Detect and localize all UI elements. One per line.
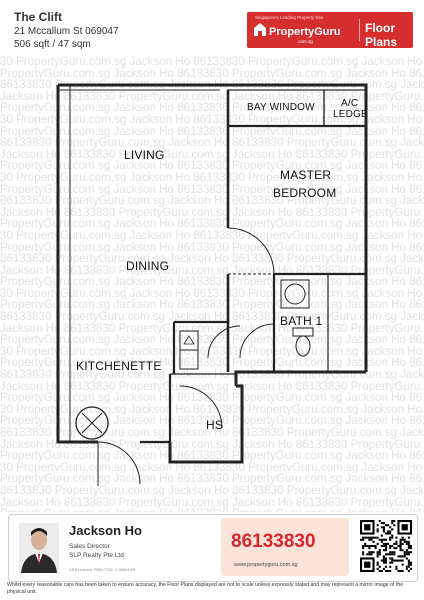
room-label-bay-window: BAY WINDOW — [247, 102, 315, 113]
room-label-master-1: MASTER — [280, 168, 332, 182]
watermark-row: PropertyGuru.com.sg Jackson Ho 86133830 … — [0, 508, 424, 512]
watermark-row: PropertyGuru.com.sg Jackson Ho 86133830 … — [0, 334, 424, 346]
watermark-row: 86133830 PropertyGuru.com.sg Jackson Ho … — [0, 427, 424, 439]
phone-box[interactable]: 86133830 www.propertyguru.com.sg — [221, 518, 349, 576]
toilet-tank — [292, 327, 314, 337]
hs-door-swing — [179, 385, 223, 429]
watermark-row: PropertyGuru.com.sg Jackson Ho 86133830 … — [0, 160, 424, 172]
watermark-row: 86133830 PropertyGuru.com.sg Jackson Ho … — [0, 195, 424, 207]
washer-icon — [75, 406, 109, 440]
agent-photo-icon — [19, 523, 59, 573]
banner-divider — [359, 19, 360, 41]
listing-title: The Clift — [14, 10, 62, 24]
watermark-row: PropertyGuru.com.sg Jackson Ho 86133830 … — [0, 276, 424, 288]
room-label-dining: DINING — [126, 259, 170, 273]
bedroom-door-swing — [227, 227, 275, 275]
kitchen-door-swing — [207, 325, 241, 359]
watermark-row: 30 PropertyGuru.com.sg Jackson Ho 861338… — [0, 345, 424, 358]
watermark-row: PropertyGuru.com.sg Jackson Ho 86133830 … — [0, 218, 424, 230]
watermark-row: PropertyGuru.com.sg Jackson Ho 86133830 … — [0, 102, 424, 114]
agent-licence: CEA Licence: R061731E / L3008149I — [69, 567, 136, 572]
floor-plans-label: Floor Plans — [365, 21, 398, 49]
qr-code-icon[interactable] — [360, 520, 412, 572]
bath-basin-bowl — [284, 283, 306, 305]
watermark-row: PropertyGuru.com.sg Jackson Ho 86133830 … — [0, 357, 424, 370]
bath-basin — [280, 279, 310, 309]
listing-address: 21 Mccallum St 069047 — [14, 26, 119, 37]
disclaimer: Whilst every reasonable care has been ta… — [7, 582, 404, 595]
room-label-kitchenette: KITCHENETTE — [76, 359, 162, 373]
watermark-row: PropertyGuru.com.sg Jackson Ho 86133830 … — [0, 473, 424, 485]
watermark-row: Jackson Ho 86133830 PropertyGuru.com.sg … — [0, 264, 424, 277]
watermark-row: 30 PropertyGuru.com.sg Jackson Ho 861338… — [0, 229, 424, 242]
watermark-row: PropertyGuru.com.sg Jackson Ho 86133830 … — [0, 183, 424, 196]
phone-number[interactable]: 86133830 — [231, 531, 316, 552]
bath-door-swing — [239, 323, 275, 359]
watermark-row: Jackson Ho 86133830 PropertyGuru.com.sg … — [0, 380, 424, 393]
watermark-row: PropertyGuru.com.sg Jackson Ho 86133830 … — [0, 450, 424, 462]
room-label-hs: HS — [206, 418, 224, 432]
watermark-row: Jackson Ho 86133830 PropertyGuru.com.sg … — [0, 206, 424, 219]
outer-wall-right-bottom — [234, 370, 366, 386]
agent-company: SLP Realty Pte Ltd — [69, 552, 124, 559]
agent-avatar — [19, 523, 59, 573]
watermark-row: 30 PropertyGuru.com.sg Jackson Ho 861338… — [0, 287, 424, 300]
agent-card: Jackson Ho Sales Director SLP Realty Pte… — [8, 514, 418, 582]
room-label-master-2: BEDROOM — [273, 186, 337, 200]
watermark: 30 PropertyGuru.com.sg Jackson Ho 861338… — [0, 56, 424, 512]
watermark-row: 30 PropertyGuru.com.sg Jackson Ho 861338… — [0, 403, 424, 416]
header: The Clift 21 Mccallum St 069047 506 sqft… — [0, 0, 424, 66]
watermark-row: 30 PropertyGuru.com.sg Jackson Ho 861338… — [0, 171, 424, 184]
watermark-row: 86133830 PropertyGuru.com.sg Jackson Ho … — [0, 137, 424, 149]
propertyguru-banner[interactable]: Singapore's Leading Property Site Proper… — [247, 12, 413, 49]
brand-domain: .com.sg — [297, 39, 313, 44]
floor-plan-drawing — [56, 83, 368, 486]
washer-cross-2 — [81, 412, 103, 434]
watermark-row: Jackson Ho 86133830 PropertyGuru.com.sg … — [0, 322, 424, 335]
kitchen-sink-mark — [183, 335, 195, 345]
watermark-row: Jackson Ho 86133830 PropertyGuru.com.sg … — [0, 438, 424, 451]
agent-title: Sales Director — [69, 543, 110, 550]
watermark-row: 86133830 PropertyGuru.com.sg Jackson Ho … — [0, 253, 424, 265]
watermark-row: 86133830 PropertyGuru.com.sg Jackson Ho … — [0, 311, 424, 323]
room-label-ac: A/C — [341, 98, 359, 109]
brand-logo-text: PropertyGuru — [269, 26, 341, 38]
watermark-row: Jackson Ho 86133830 PropertyGuru.com.sg … — [0, 496, 424, 509]
watermark-row: PropertyGuru.com.sg Jackson Ho 86133830 … — [0, 299, 424, 312]
watermark-row: PropertyGuru.com.sg Jackson Ho 86133830 … — [0, 415, 424, 427]
watermark-row: 30 PropertyGuru.com.sg Jackson Ho 861338… — [0, 56, 424, 68]
agent-name: Jackson Ho — [69, 523, 142, 538]
watermark-row: PropertyGuru.com.sg Jackson Ho 86133830 … — [0, 125, 424, 138]
watermark-row: PropertyGuru.com.sg Jackson Ho 86133830 … — [0, 241, 424, 254]
room-label-ledge: LEDGE — [333, 109, 368, 120]
watermark-row: Jackson Ho 86133830 PropertyGuru.com.sg … — [0, 148, 424, 161]
outer-wall-top-right — [58, 83, 368, 372]
watermark-row: 86133830 PropertyGuru.com.sg Jackson Ho … — [0, 484, 424, 497]
entrance-door-swing — [97, 441, 141, 485]
watermark-row: PropertyGuru.com.sg Jackson Ho 86133830 … — [0, 392, 424, 404]
floor-plan: 30 PropertyGuru.com.sg Jackson Ho 861338… — [0, 56, 424, 512]
brand-tagline: Singapore's Leading Property Site — [255, 15, 324, 20]
watermark-row: 30 PropertyGuru.com.sg Jackson Ho 861338… — [0, 113, 424, 126]
outer-wall-left — [56, 85, 98, 444]
room-label-living: LIVING — [124, 148, 165, 162]
website-link[interactable]: www.propertyguru.com.sg — [234, 562, 298, 568]
listing-size: 506 sqft / 47 sqm — [14, 39, 91, 50]
watermark-row: Jackson Ho 86133830 PropertyGuru.com.sg … — [0, 90, 424, 103]
propertyguru-logo-icon: PropertyGuru — [254, 23, 341, 38]
room-label-bath: BATH 1 — [280, 314, 323, 328]
watermark-row: PropertyGuru.com.sg Jackson Ho 86133830 … — [0, 67, 424, 80]
toilet-bowl — [295, 335, 311, 357]
watermark-row: 30 PropertyGuru.com.sg Jackson Ho 861338… — [0, 461, 424, 474]
